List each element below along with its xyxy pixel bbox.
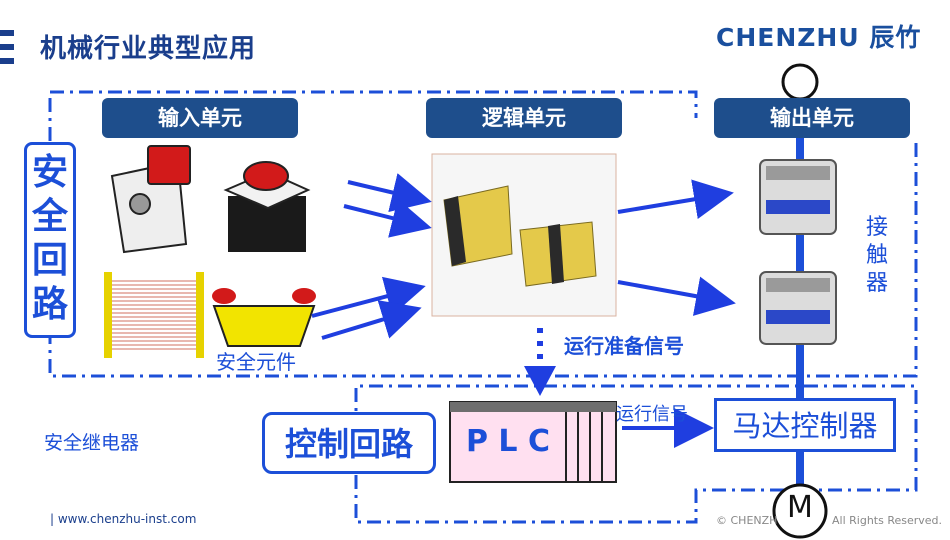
emergency-stop-button-icon	[223, 161, 311, 252]
input-arrow-4	[321, 300, 422, 340]
safety-loop-label: 安全回路	[24, 142, 76, 338]
title-bullet-icon	[0, 30, 14, 64]
page-title: 机械行业典型应用	[40, 34, 257, 64]
motor-controller-label: 马达控制器	[714, 398, 896, 452]
safety-interlock-switch-icon	[110, 145, 191, 254]
ready-signal-arrowhead	[524, 366, 556, 396]
input-unit-label: 输入单元	[102, 98, 298, 138]
safety-components-label: 安全元件	[216, 350, 296, 374]
ready-signal-label: 运行准备信号	[564, 334, 684, 358]
output-arrow-2	[617, 276, 736, 316]
output-unit-label: 输出单元	[714, 98, 910, 138]
safety-relay-module-image	[431, 153, 617, 317]
run-signal-label: 运行信号	[616, 404, 688, 425]
light-curtain-icon	[104, 272, 204, 358]
footer-copyright: © CHENZH	[716, 514, 778, 527]
footer-url: | www.chenzhu-inst.com	[50, 512, 197, 526]
output-loop-circle	[781, 63, 819, 101]
control-loop-frame	[354, 384, 918, 524]
input-arrow-2	[343, 198, 432, 238]
logic-unit-label: 逻辑单元	[426, 98, 622, 138]
control-loop-label: 控制回路	[262, 412, 436, 474]
contactor-label: 接触器	[866, 215, 889, 296]
motor-circle	[772, 483, 828, 539]
safety-relay-label: 安全继电器	[44, 432, 140, 454]
footer-rights: All Rights Reserved.	[832, 514, 943, 527]
company-logo: CHENZHU 辰竹	[716, 23, 922, 52]
input-arrow-1	[347, 173, 432, 213]
contactor-bottom-icon	[759, 271, 837, 345]
safety-loop-frame-top	[50, 90, 698, 118]
input-arrow-3	[311, 276, 426, 318]
motor-label: M	[787, 490, 813, 525]
safety-mat-icon	[212, 288, 316, 347]
contactor-top-icon	[759, 159, 837, 235]
output-arrow-1	[617, 179, 734, 219]
plc-label: P L C	[465, 424, 550, 459]
